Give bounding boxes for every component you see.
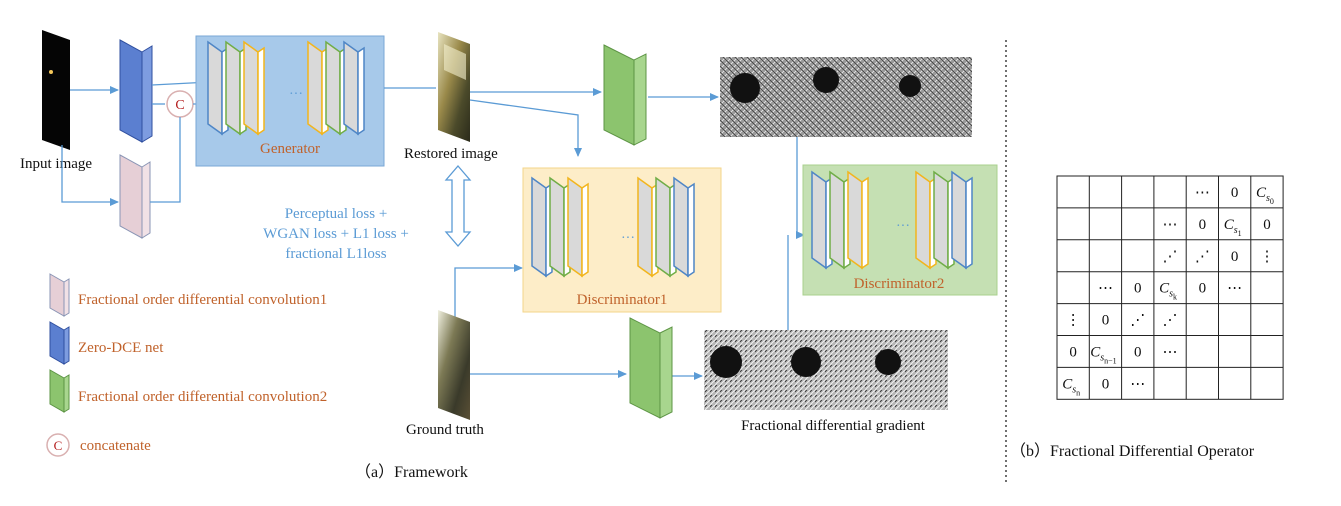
matrix-cell: ⋰: [1163, 313, 1178, 329]
matrix-cell: 0: [1102, 313, 1110, 329]
gradient-strip-top: [720, 57, 972, 137]
restored-image-label: Restored image: [404, 146, 498, 162]
ground-truth-label: Ground truth: [406, 422, 484, 438]
matrix-cell: Csn−1: [1090, 344, 1116, 365]
gen-layers-layer-5: [343, 40, 365, 136]
input-arrows: [61, 78, 213, 206]
matrix-cell: Cs0: [1256, 185, 1274, 206]
matrix-cell: Csk: [1159, 281, 1177, 302]
matrix-cell: ⋯: [1163, 217, 1178, 233]
discriminator1-label: Discriminator1: [577, 292, 668, 308]
discriminator2-dots: ···: [896, 219, 910, 234]
gen-layers-layer-1: [225, 40, 247, 136]
restored-image: [438, 32, 470, 142]
d1-layers-layer-0: [531, 176, 553, 278]
fdc1-block: [119, 154, 151, 239]
matrix-cell: 0: [1263, 217, 1271, 233]
loss-line-2: WGAN loss + L1 loss +: [263, 226, 409, 242]
legend-label-fdc2: Fractional order differential convolutio…: [78, 389, 327, 405]
loss-line-3: fractional L1loss: [285, 246, 386, 262]
d2-layers-layer-4: [933, 170, 955, 270]
d1-layers-layer-3: [637, 176, 659, 278]
legend-label-zero-dce: Zero-DCE net: [78, 340, 164, 356]
matrix-border: [1056, 175, 1284, 400]
matrix-cell: 0: [1231, 249, 1239, 265]
input-image: [42, 30, 70, 150]
matrix-cell: ⋯: [1098, 281, 1113, 297]
generator-layers: [207, 40, 365, 136]
d1-layers-layer-4: [655, 176, 677, 278]
legend-swatch-zero-dce: [49, 321, 70, 365]
d2-layers-layer-3: [915, 170, 937, 270]
matrix-cell: 0: [1134, 344, 1142, 360]
d1-layers-layer-5: [673, 176, 695, 278]
discriminator2-label: Discriminator2: [854, 276, 945, 292]
discriminator2-layers: [811, 170, 973, 270]
legend-label-fdc1: Fractional order differential convolutio…: [78, 292, 327, 308]
concat-symbol: C: [175, 98, 184, 113]
legend-swatch-concat: C: [46, 433, 70, 457]
d2-layers-layer-5: [951, 170, 973, 270]
legend-swatch-fdc2: [49, 369, 70, 413]
gen-layers-layer-3: [307, 40, 329, 136]
gen-layers-layer-4: [325, 40, 347, 136]
matrix-cell: ⋰: [1195, 249, 1210, 265]
fdc2-block-top: [603, 44, 647, 146]
matrix-cell: ⋰: [1163, 249, 1178, 265]
legend-label-concat: concatenate: [80, 438, 151, 454]
discriminator1-layers: [531, 176, 695, 278]
concat-node: C: [166, 90, 194, 118]
gen-layers-layer-2: [243, 40, 265, 136]
d2-layers-layer-0: [811, 170, 833, 270]
matrix-cell: Cs1: [1224, 217, 1242, 238]
legend-concat-symbol: C: [54, 438, 63, 453]
matrix-cell: ⋮: [1259, 249, 1274, 265]
matrix-cell: ⋯: [1163, 344, 1178, 360]
generator-dots: ···: [289, 87, 303, 102]
loss-text: Perceptual loss + WGAN loss + L1 loss + …: [263, 206, 409, 262]
gen-layers-layer-0: [207, 40, 229, 136]
matrix-cell: Csn: [1062, 376, 1080, 397]
ground-truth-image: [438, 310, 470, 420]
fdc2-block-bottom: [629, 317, 673, 419]
matrix-cell: 0: [1069, 344, 1077, 360]
generator-label: Generator: [260, 141, 320, 157]
gradient-label: Fractional differential gradient: [741, 418, 926, 434]
matrix-cell: 0: [1199, 217, 1207, 233]
matrix-cell: ⋯: [1195, 185, 1210, 201]
legend-swatch-fdc1: [49, 273, 70, 317]
caption-b: （b）Fractional Differential Operator: [1010, 442, 1255, 460]
d2-layers-layer-1: [829, 170, 851, 270]
d2-layers-layer-2: [847, 170, 869, 270]
matrix-cell: ⋯: [1227, 281, 1242, 297]
matrix-cell: ⋰: [1130, 313, 1145, 329]
matrix-cell: 0: [1231, 185, 1239, 201]
caption-a: （a）Framework: [355, 463, 468, 481]
matrix-cell: 0: [1102, 376, 1110, 392]
matrix-cell: ⋯: [1130, 376, 1145, 392]
d1-layers-layer-2: [567, 176, 589, 278]
d1-layers-layer-1: [549, 176, 571, 278]
zero-dce-block: [119, 39, 153, 143]
discriminator1-dots: ···: [621, 231, 635, 246]
gradient-strip-bottom: [704, 330, 948, 410]
matrix-cell: ⋮: [1066, 313, 1081, 329]
loss-double-arrow: [444, 165, 472, 247]
legend: Fractional order differential convolutio…: [46, 273, 327, 457]
loss-line-1: Perceptual loss +: [285, 206, 388, 222]
matrix-cell: 0: [1134, 281, 1142, 297]
matrix-cell: 0: [1199, 281, 1207, 297]
flow-arrows: [384, 87, 805, 380]
input-image-label: Input image: [20, 156, 92, 172]
